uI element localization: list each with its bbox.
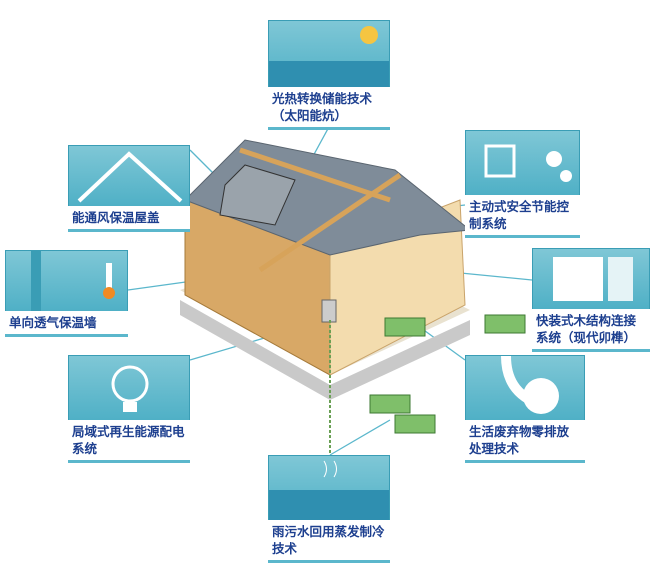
foundation: [180, 300, 470, 400]
tanks: [369, 314, 526, 434]
feature-waste: 生活废弃物零排放处理技术: [465, 355, 585, 465]
recycle-arrow-icon: [465, 355, 585, 421]
roof-icon: [68, 145, 190, 207]
feature-label: 单向透气保温墙: [5, 311, 128, 337]
feature-control: 主动式安全节能控制系统: [465, 130, 580, 238]
feature-solar: 光热转换储能技术（太阳能炕）: [268, 20, 390, 130]
feature-label: 主动式安全节能控制系统: [465, 195, 580, 238]
feature-roof: 能通风保温屋盖: [68, 145, 190, 237]
mortise-joint-icon: [532, 248, 650, 310]
feature-joint: 快装式木结构连接系统（现代卯榫）: [532, 248, 650, 352]
water-vapor-icon: [268, 455, 390, 521]
feature-wall: 单向透气保温墙: [5, 250, 128, 340]
control-panel-icon: [465, 130, 580, 196]
feature-label: 局域式再生能源配电系统: [68, 420, 190, 463]
distribution-box: [321, 299, 337, 323]
lightbulb-icon: [68, 355, 190, 421]
feature-label: 光热转换储能技术（太阳能炕）: [268, 87, 390, 130]
sun-icon: [268, 20, 390, 88]
feature-label: 雨污水回用蒸发制冷技术: [268, 520, 390, 563]
feature-water: 雨污水回用蒸发制冷技术: [268, 455, 390, 563]
thermometer-icon: [5, 250, 128, 312]
solar-panel: [219, 164, 296, 226]
feature-label: 快装式木结构连接系统（现代卯榫）: [532, 309, 650, 352]
feature-power: 局域式再生能源配电系统: [68, 355, 190, 463]
feature-label: 生活废弃物零排放处理技术: [465, 420, 585, 463]
feature-label: 能通风保温屋盖: [68, 206, 190, 232]
